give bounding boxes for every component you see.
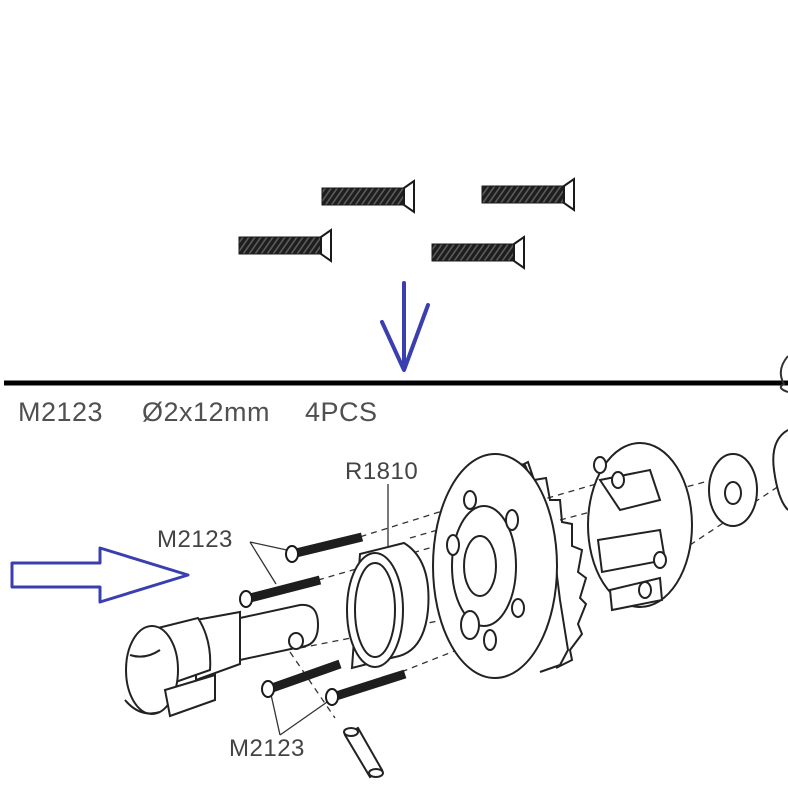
pin	[343, 726, 384, 779]
screw-top-right	[481, 177, 575, 212]
screw-upper-1	[285, 532, 364, 563]
washer	[708, 453, 758, 527]
screw-lower-2	[325, 669, 407, 706]
bearing	[346, 541, 430, 670]
spec-part-number: M2123	[18, 397, 104, 427]
right-arrow-icon	[10, 546, 190, 604]
output-cup	[124, 603, 320, 718]
screw-mid-right	[431, 235, 525, 270]
differential-case	[587, 442, 693, 612]
callout-leaders	[249, 484, 389, 736]
callout-bearing-label: R1810	[345, 458, 419, 485]
ring-gear	[432, 453, 588, 679]
edge-part	[772, 429, 788, 511]
screw-mid-left	[238, 228, 332, 263]
screw-lower-1	[261, 659, 342, 698]
screw-upper-2	[239, 575, 322, 608]
spec-size: Ø2x12mm	[142, 397, 271, 427]
down-arrow-icon	[380, 281, 430, 372]
screw-top-left	[321, 179, 415, 214]
spec-quantity: 4PCS	[305, 397, 378, 427]
callout-screws-top-label: M2123	[157, 526, 233, 553]
edge-part-fragment	[779, 355, 788, 393]
callout-screws-bottom-label: M2123	[229, 735, 305, 762]
